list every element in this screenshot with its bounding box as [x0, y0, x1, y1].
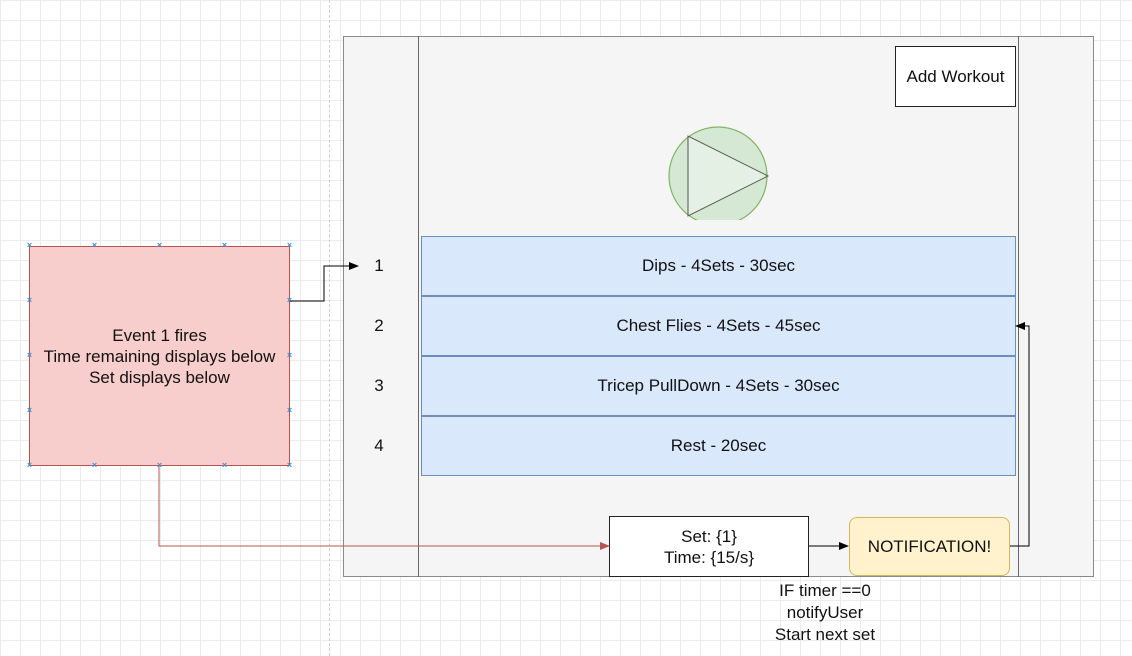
condition-line-3: Start next set	[774, 625, 876, 644]
timer-condition-note: IF timer ==0 notifyUser Start next set	[740, 580, 910, 646]
row-number-4: 4	[374, 436, 384, 455]
selection-handle-icon[interactable]: ×	[286, 350, 293, 360]
selection-handle-icon[interactable]: ×	[26, 350, 33, 360]
time-label: Time: {15/s}	[663, 547, 755, 567]
selection-handle-icon[interactable]: ×	[26, 295, 33, 305]
event-to-row-1-connector[interactable]	[290, 262, 359, 302]
event-box-line-2: Time remaining displays below	[43, 346, 276, 366]
row-number-3: 3	[374, 376, 384, 395]
notification-box[interactable]: NOTIFICATION!	[849, 517, 1010, 576]
workout-row-4[interactable]: Rest - 20sec	[421, 416, 1016, 476]
selection-handle-icon[interactable]: ×	[91, 240, 98, 250]
workout-row-label: Tricep PullDown - 4Sets - 30sec	[597, 376, 840, 395]
selection-handle-icon[interactable]: ×	[156, 460, 163, 470]
workout-row-label: Chest Flies - 4Sets - 45sec	[616, 316, 821, 335]
selection-handle-icon[interactable]: ×	[26, 460, 33, 470]
condition-line-2: notifyUser	[786, 603, 864, 622]
set-label: Set: {1}	[681, 526, 737, 546]
event-1-box[interactable]: Event 1 fires Time remaining displays be…	[29, 246, 290, 466]
workout-row-3[interactable]: Tricep PullDown - 4Sets - 30sec	[421, 356, 1016, 416]
workout-row-1[interactable]: Dips - 4Sets - 30sec	[421, 236, 1016, 296]
row-number-2: 2	[374, 316, 384, 335]
event-box-line-3: Set displays below	[89, 367, 230, 387]
event-to-set-box-connector[interactable]	[158, 466, 610, 550]
selection-handle-icon[interactable]: ×	[286, 405, 293, 415]
selection-handle-icon[interactable]: ×	[286, 295, 293, 305]
selection-handle-icon[interactable]: ×	[221, 460, 228, 470]
event-box-line-1: Event 1 fires	[112, 325, 207, 345]
workout-row-label: Rest - 20sec	[670, 436, 767, 455]
notification-to-row-2-connector[interactable]	[1010, 322, 1030, 547]
add-workout-button[interactable]: Add Workout	[895, 46, 1016, 107]
workout-row-2[interactable]: Chest Flies - 4Sets - 45sec	[421, 296, 1016, 356]
row-number-1: 1	[374, 256, 384, 275]
condition-line-1: IF timer ==0	[779, 581, 871, 600]
notification-label: NOTIFICATION!	[867, 536, 992, 556]
selection-handle-icon[interactable]: ×	[26, 405, 33, 415]
selection-handle-icon[interactable]: ×	[91, 460, 98, 470]
right-sidebar-divider	[1018, 36, 1019, 577]
selection-handle-icon[interactable]: ×	[286, 460, 293, 470]
page-guide-line	[329, 0, 330, 656]
selection-handle-icon[interactable]: ×	[26, 240, 33, 250]
selection-handle-icon[interactable]: ×	[286, 240, 293, 250]
add-workout-label: Add Workout	[906, 66, 1005, 86]
selection-handle-icon[interactable]: ×	[156, 240, 163, 250]
workout-row-label: Dips - 4Sets - 30sec	[641, 256, 796, 275]
left-sidebar-divider	[418, 36, 419, 577]
play-icon[interactable]	[666, 124, 772, 220]
selection-handle-icon[interactable]: ×	[221, 240, 228, 250]
